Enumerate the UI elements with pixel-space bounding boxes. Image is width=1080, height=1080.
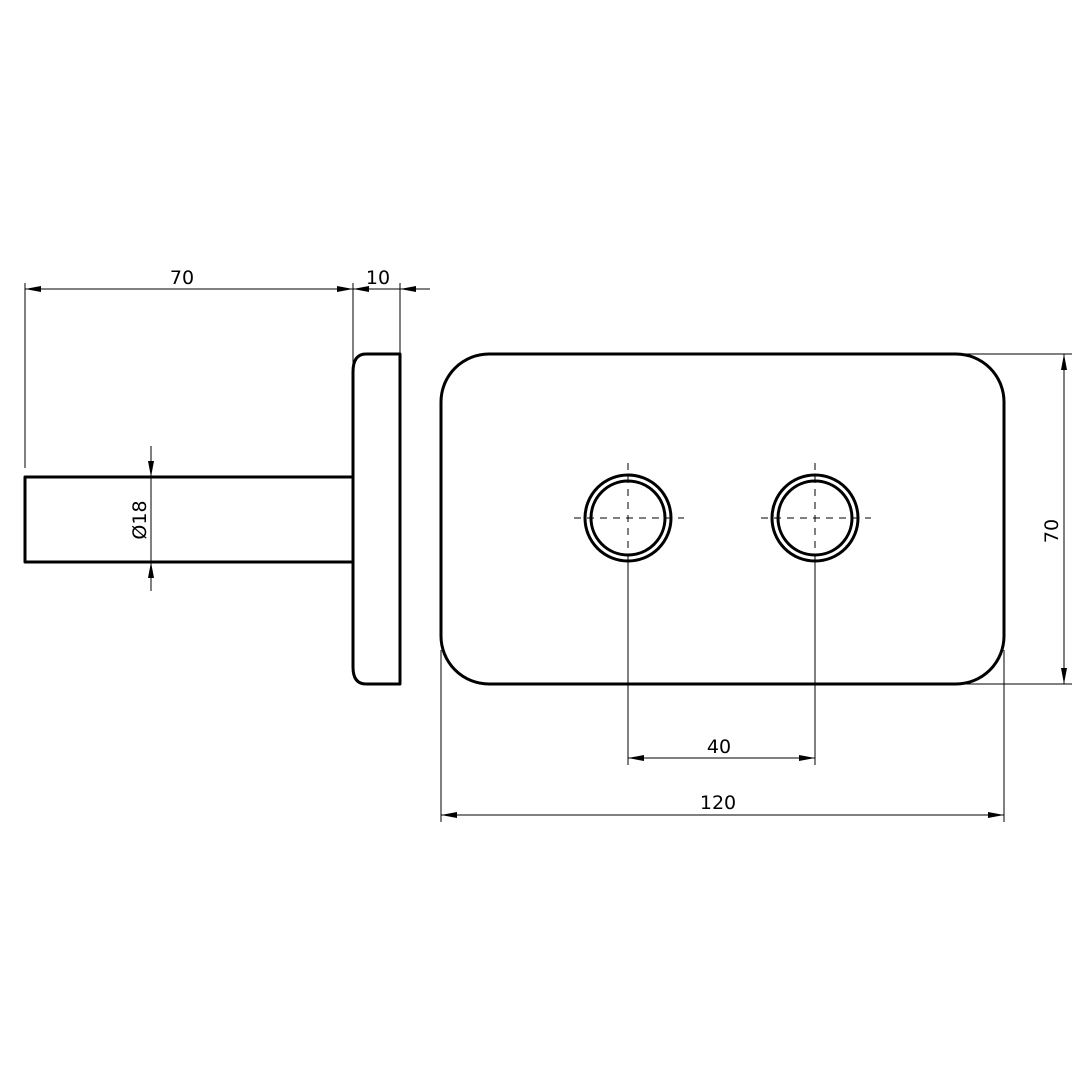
dimension-label-plate-width: 120	[700, 792, 736, 814]
side-view	[23, 352, 402, 686]
dimension-plate-width: 120	[440, 650, 1005, 822]
dimension-hole-spacing: 40	[627, 561, 816, 765]
hole-left	[574, 463, 684, 572]
stem-outline	[23, 475, 353, 564]
hole-right	[761, 463, 871, 572]
dimension-flange-thickness: 10	[353, 267, 430, 354]
dimension-stem-length: 70	[24, 267, 354, 468]
dimension-label-hole-spacing: 40	[707, 736, 731, 758]
dimension-label-plate-height: 70	[1041, 519, 1063, 543]
plate-outline	[439, 352, 1006, 686]
dimension-plate-height: 70	[958, 353, 1072, 685]
front-view	[439, 352, 1006, 686]
flange-outline	[351, 352, 402, 686]
dimension-stem-diameter: Ø18	[129, 446, 154, 591]
dimension-label-stem-diameter: Ø18	[129, 500, 151, 539]
dimension-label-stem-length: 70	[170, 267, 194, 289]
dimension-label-flange-thickness: 10	[366, 267, 390, 289]
